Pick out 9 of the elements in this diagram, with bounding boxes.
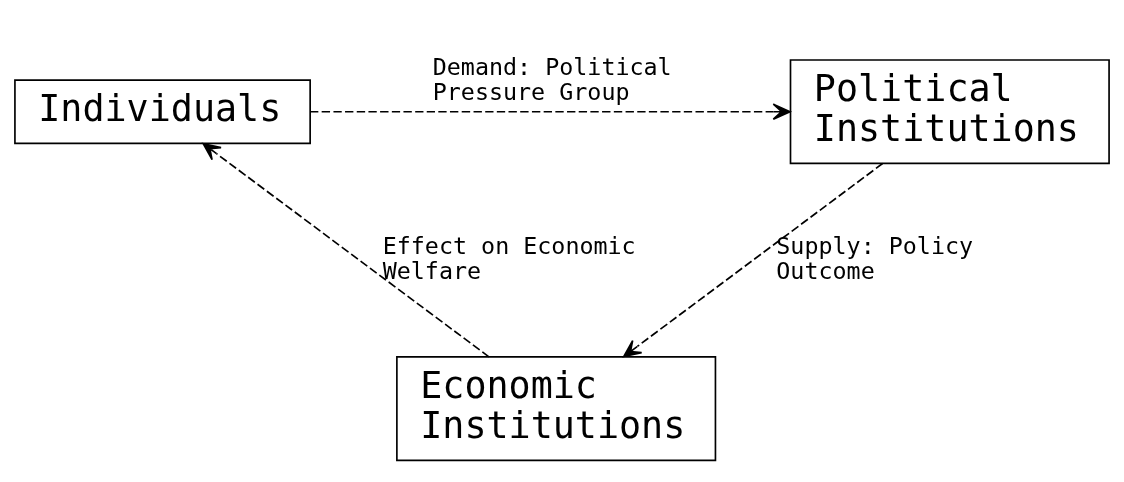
node-box: Economic Institutions — [396, 356, 717, 462]
arrow — [622, 162, 884, 358]
arrow — [309, 103, 791, 121]
arrow — [202, 142, 490, 358]
node-box: Individuals — [14, 79, 311, 145]
node-box: Political Institutions — [789, 59, 1110, 165]
edge-label: Effect on Economic Welfare — [382, 231, 636, 285]
edge-label: Demand: Political Pressure Group — [432, 53, 672, 107]
edge-label: Supply: Policy Outcome — [776, 231, 974, 285]
